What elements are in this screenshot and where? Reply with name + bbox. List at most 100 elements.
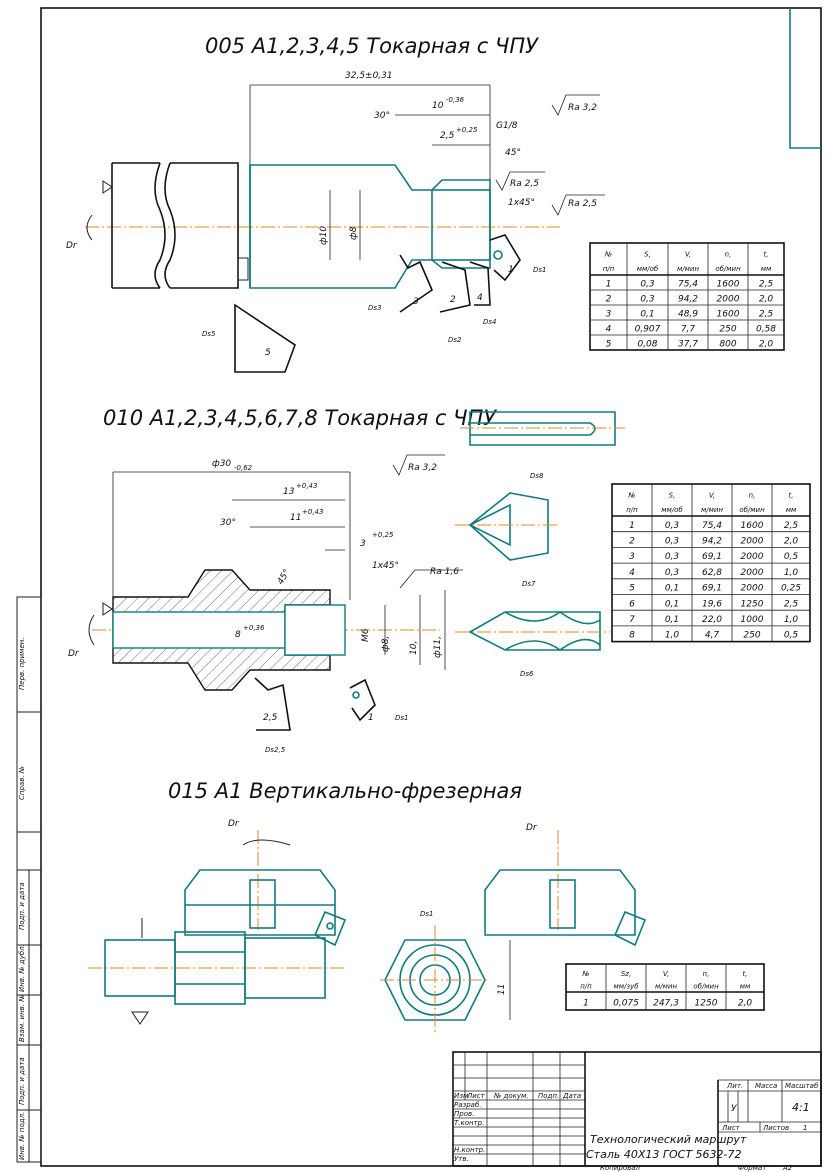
tb-kopiroval: Копировал (600, 1164, 641, 1172)
table-cell: 250 (719, 324, 736, 334)
table-cell: 1,0 (784, 615, 799, 625)
table-cell: 0,58 (756, 324, 776, 334)
side-inv-dubl: Инв. № дубл. (18, 944, 26, 992)
corner-stamp (789, 8, 821, 149)
op010-l3-tol: +0,25 (372, 531, 394, 539)
op005-phi10: ф10 (319, 226, 329, 245)
table-cell: 0,3 (665, 552, 680, 562)
table-header: t, (789, 491, 794, 499)
table-cell: 2,5 (784, 521, 799, 531)
table-header-unit: м/мин (655, 983, 677, 991)
table-cell: 1,0 (665, 631, 680, 641)
op005-ds2: Ds2 (448, 336, 462, 344)
side-inv-podl: Инв. № подл. (18, 1112, 26, 1160)
side-podp2: Подп. и дата (18, 1057, 26, 1105)
tb-format-v: А2 (782, 1164, 793, 1172)
op015-title: 015 А1 Вертикально-фрезерная (168, 779, 522, 803)
op005-ra25a: Ra 2,5 (510, 179, 539, 189)
op015-ds1: Ds1 (420, 910, 434, 918)
table-cell: 4 (629, 568, 635, 578)
table-cell: 2,5 (759, 279, 774, 289)
table-cell: 22,0 (702, 615, 722, 625)
table-frame (565, 963, 765, 1011)
table-cell: 7,7 (681, 324, 696, 334)
table-frame (589, 242, 785, 351)
table-header-unit: п/п (603, 265, 615, 273)
table-cell: 5 (629, 584, 635, 594)
table-header: Sz, (621, 970, 631, 978)
op005-d10: 10 (432, 101, 444, 111)
tb-u: У (731, 1104, 737, 1114)
table-header: № (604, 250, 612, 258)
table-header: V, (663, 970, 669, 978)
op010-ds25: Ds2,5 (265, 746, 286, 754)
table-header: n, (725, 250, 732, 258)
table-cell: 8 (629, 631, 635, 641)
op010-sketch: Dr 2,5 1 Ds1 Ds2,5 ф30 -0,62 13 +0,43 11… (68, 411, 625, 754)
table-cell: 2,5 (759, 309, 774, 319)
table-header-unit: п/п (580, 983, 592, 991)
op010-ds8: Ds8 (530, 472, 544, 480)
table-cell: 1600 (717, 279, 740, 289)
op015-dr-left: Dr (228, 819, 240, 829)
op005-phi8: ф8 (349, 226, 359, 240)
table-cell: 1 (629, 521, 635, 531)
op005-ds3: Ds3 (368, 304, 382, 312)
side-margin: Перв. примен. Справ. № Подп. и дата Инв.… (16, 596, 42, 1163)
table-cell: 1250 (695, 999, 718, 1009)
table-cell: 0,1 (665, 615, 679, 625)
tb-format: Формат (738, 1164, 767, 1172)
table-cell: 94,2 (702, 536, 722, 546)
table-cell: 94,2 (678, 294, 698, 304)
tb-massa: Масса (755, 1082, 777, 1090)
table-cell: 1250 (741, 599, 764, 609)
table-cell: 2,0 (738, 999, 753, 1009)
table-header-unit: м/мин (677, 265, 699, 273)
table-cell: 0,3 (665, 521, 680, 531)
title-block: Изм Лист № докум. Подп. Дата Разраб. Про… (452, 1051, 822, 1172)
table-cell: 2 (629, 536, 635, 546)
table-cell: 0,1 (640, 309, 654, 319)
table-cell: 1,0 (784, 568, 799, 578)
table-cell: 37,7 (678, 339, 698, 349)
table-cell: 0,075 (613, 999, 639, 1009)
tb-scale: 4:1 (792, 1101, 810, 1114)
table-header: V, (709, 491, 715, 499)
table-cell: 3 (629, 552, 635, 562)
table-cell: 2000 (717, 294, 740, 304)
table-header: V, (685, 250, 691, 258)
table-cell: 69,1 (702, 552, 722, 562)
op010-ch: 1х45° (372, 561, 399, 571)
op005-tool3: 3 (413, 297, 419, 307)
op010-phi30-tol: -0,62 (234, 464, 253, 472)
table-cell: 1 (606, 279, 612, 289)
op005-ch: 1х45° (508, 198, 535, 208)
side-sprav: Справ. № (18, 766, 26, 800)
table-cell: 1600 (741, 521, 764, 531)
tb-sheet: Лист (721, 1124, 741, 1132)
table-header-unit: мм (740, 983, 751, 991)
table-cell: 2000 (741, 552, 764, 562)
table-cell: 0,1 (665, 599, 679, 609)
op005-tool4: 4 (477, 293, 483, 303)
op010-title: 010 А1,2,3,4,5,6,7,8 Токарная с ЧПУ (103, 406, 497, 430)
op010-phi8: ф8, (381, 636, 391, 652)
tb-utv: Утв. (454, 1155, 469, 1163)
table-cell: 69,1 (702, 584, 722, 594)
table-cell: 800 (719, 339, 736, 349)
table-cell: 6 (629, 599, 635, 609)
op005-ra25b: Ra 2,5 (568, 199, 597, 209)
op010-l11-tol: +0,43 (302, 508, 323, 516)
tb-ndoc: № докум. (493, 1092, 529, 1100)
op005-g18: G1/8 (496, 121, 518, 131)
table-cell: 3 (606, 309, 612, 319)
op005-ds1: Ds1 (533, 266, 547, 274)
op010-tool1: 1 (368, 713, 374, 723)
table-header: № (581, 970, 589, 978)
op005-len: 32,5±0,31 (345, 71, 393, 81)
op005-d25: 2,5 (440, 131, 455, 141)
table-header: № (627, 491, 635, 499)
op010-dr: Dr (68, 649, 80, 659)
op005-ds4: Ds4 (483, 318, 497, 326)
